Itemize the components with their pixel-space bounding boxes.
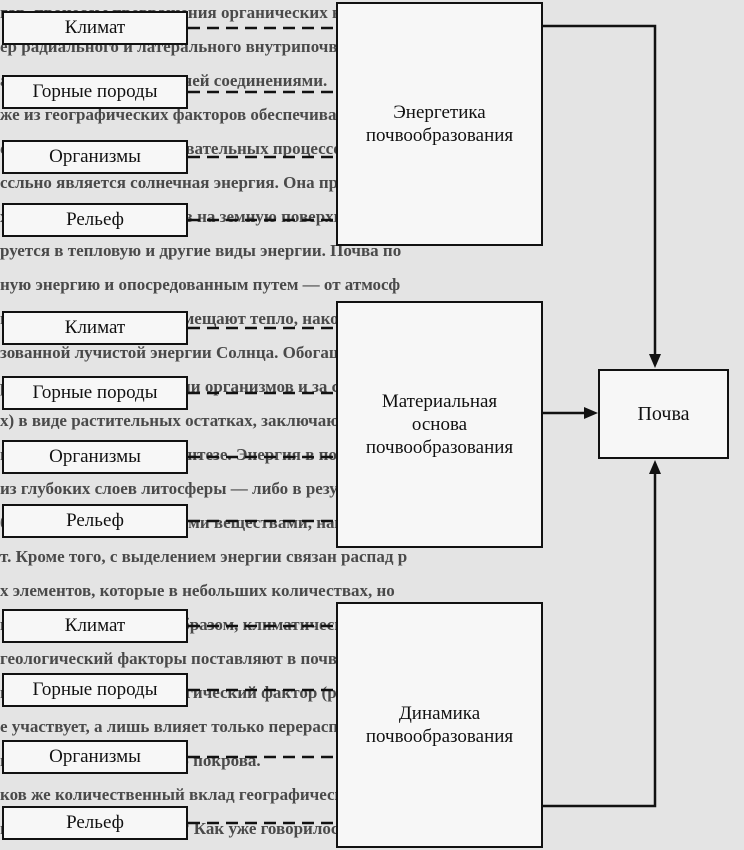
- factor-rocks: Горные породы: [2, 376, 188, 410]
- factor-label: Рельеф: [66, 812, 124, 833]
- background-text-line: ссльно является солнечная энергия. Она п…: [0, 173, 391, 192]
- factor-label: Организмы: [49, 446, 141, 467]
- factor-organisms: Организмы: [2, 140, 188, 174]
- factor-label: Климат: [64, 615, 126, 636]
- factor-relief: Рельеф: [2, 806, 188, 840]
- factor-label: Климат: [64, 317, 126, 338]
- factor-rocks: Горные породы: [2, 673, 188, 707]
- factor-organisms: Организмы: [2, 440, 188, 474]
- arrow-head-down: [649, 354, 661, 368]
- factor-label: Горные породы: [32, 81, 158, 102]
- arrow-head-right: [584, 407, 598, 419]
- background-text-line: х элементов, которые в небольших количес…: [0, 581, 395, 600]
- factor-label: Рельеф: [66, 209, 124, 230]
- group-title: Энергетика почвообразования: [365, 102, 514, 146]
- background-text-line: же из географических факторов обеспечива…: [0, 105, 404, 124]
- factor-relief: Рельеф: [2, 203, 188, 237]
- group-energy-box: Энергетика почвообразования: [336, 2, 543, 246]
- group-material-box: Материальная основа почвообразования: [336, 301, 543, 548]
- background-text-line: х) в виде растительных остатках, заключа…: [0, 411, 402, 430]
- background-text-line: ную энергию и опосредованным путем — от …: [0, 275, 401, 294]
- soil-label: Почва: [637, 402, 690, 425]
- factor-label: Горные породы: [32, 382, 158, 403]
- soil-box: Почва: [598, 369, 729, 459]
- factor-climate: Климат: [2, 11, 188, 45]
- factor-label: Организмы: [49, 746, 141, 767]
- background-text-line: е участвует, а лишь влияет только перера…: [0, 717, 416, 736]
- factor-climate: Климат: [2, 311, 188, 345]
- background-text-line: ков же количественный вклад географическ…: [0, 785, 406, 804]
- group-dynamics-box: Динамика почвообразования: [336, 602, 543, 848]
- factor-rocks: Горные породы: [2, 75, 188, 109]
- dynamics-to-soil-line: [543, 467, 657, 808]
- energy-to-soil-line: [543, 24, 657, 361]
- background-text-line: из глубоких слоев литосферы — либо в рез…: [0, 479, 428, 498]
- group-title: Материальная основа почвообразования: [365, 391, 514, 458]
- background-text-line: руется в тепловую и другие виды энергии.…: [0, 241, 402, 260]
- factor-climate: Климат: [2, 609, 188, 643]
- background-text-line: зованной лучистой энергии Солнца. Обогащ…: [0, 343, 433, 362]
- factor-label: Организмы: [49, 146, 141, 167]
- factor-organisms: Организмы: [2, 740, 188, 774]
- factor-relief: Рельеф: [2, 504, 188, 538]
- factor-label: Горные породы: [32, 679, 158, 700]
- background-text-line: геологический факторы поставляют в почву…: [0, 649, 424, 668]
- background-text-line: т. Кроме того, с выделением энергии связ…: [0, 547, 408, 566]
- group-title: Динамика почвообразования: [365, 703, 514, 747]
- factor-label: Рельеф: [66, 510, 124, 531]
- factor-label: Климат: [64, 17, 126, 38]
- arrow-head-up: [649, 460, 661, 474]
